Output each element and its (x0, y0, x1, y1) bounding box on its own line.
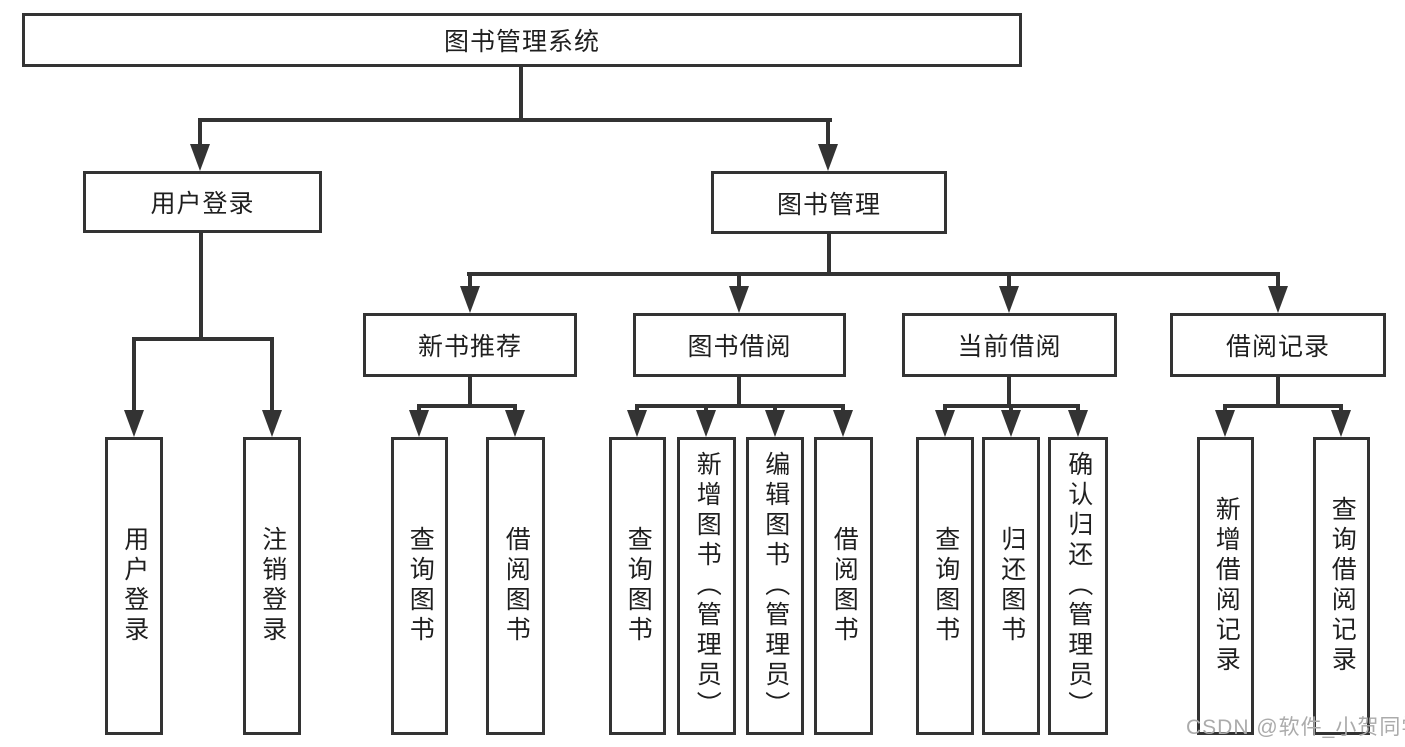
arrow-down-icon (190, 144, 210, 171)
edge-line (1339, 404, 1343, 414)
edge-userlogin-stem (199, 233, 203, 341)
edge-line (1009, 404, 1013, 414)
leaf-query-books-borrow: 查询图书 (609, 437, 666, 735)
arrow-down-icon (935, 410, 955, 437)
node-library-system: 图书管理系统 (22, 13, 1022, 67)
arrow-down-icon (262, 410, 282, 437)
arrow-down-icon (1001, 410, 1021, 437)
arrow-down-icon (505, 410, 525, 437)
edge-line (635, 404, 639, 414)
leaf-confirm-return-admin: 确认归还（管理员） (1048, 437, 1108, 735)
arrow-down-icon (460, 286, 480, 313)
edge-root-stem (519, 67, 523, 118)
leaf-borrow-books-recommend: 借阅图书 (486, 437, 545, 735)
arrow-down-icon (999, 286, 1019, 313)
node-book-management: 图书管理 (711, 171, 947, 234)
edge-line (943, 404, 947, 414)
edge-line (198, 118, 202, 148)
arrow-down-icon (818, 144, 838, 171)
edge-bookmgmt-hbar (467, 272, 1280, 276)
edge-line (513, 404, 517, 414)
watermark: CSDN @软件_小贺同学 (1186, 716, 1405, 739)
arrow-down-icon (696, 410, 716, 437)
node-user-login: 用户登录 (83, 171, 322, 233)
arrow-down-icon (729, 286, 749, 313)
edge-line (468, 276, 472, 288)
edge-line (826, 118, 830, 148)
arrow-down-icon (627, 410, 647, 437)
arrow-down-icon (409, 410, 429, 437)
leaf-logout: 注销登录 (243, 437, 301, 735)
edge-recommend-stem (468, 377, 472, 408)
edge-line (132, 337, 136, 413)
edge-line (1223, 404, 1227, 414)
edge-borrow-hbar (635, 404, 845, 408)
edge-line (1276, 276, 1280, 288)
edge-borrow-stem (737, 377, 741, 408)
node-borrow-records: 借阅记录 (1170, 313, 1386, 377)
edge-userlogin-hbar (132, 337, 274, 341)
edge-root-hbar (198, 118, 832, 122)
edge-bookmgmt-stem (827, 234, 831, 276)
node-current-borrow: 当前借阅 (902, 313, 1117, 377)
edge-line (270, 337, 274, 413)
leaf-borrow-books: 借阅图书 (814, 437, 873, 735)
arrow-down-icon (765, 410, 785, 437)
leaf-query-books-recommend: 查询图书 (391, 437, 448, 735)
arrow-down-icon (1215, 410, 1235, 437)
arrow-down-icon (833, 410, 853, 437)
edge-line (1007, 276, 1011, 288)
edge-line (1076, 404, 1080, 414)
leaf-edit-book-admin: 编辑图书（管理员） (746, 437, 804, 735)
arrow-down-icon (1268, 286, 1288, 313)
leaf-query-books-current: 查询图书 (916, 437, 974, 735)
edge-line (841, 404, 845, 414)
edge-line (417, 404, 421, 414)
arrow-down-icon (1331, 410, 1351, 437)
edge-records-stem (1276, 377, 1280, 408)
leaf-user-login: 用户登录 (105, 437, 163, 735)
edge-recommend-hbar (417, 404, 517, 408)
edge-records-hbar (1223, 404, 1343, 408)
arrow-down-icon (124, 410, 144, 437)
node-book-borrow: 图书借阅 (633, 313, 846, 377)
edge-line (704, 404, 708, 414)
edge-line (773, 404, 777, 414)
leaf-add-book-admin: 新增图书（管理员） (677, 437, 736, 735)
node-new-book-recommend: 新书推荐 (363, 313, 577, 377)
leaf-return-book: 归还图书 (982, 437, 1040, 735)
edge-current-stem (1007, 377, 1011, 408)
arrow-down-icon (1068, 410, 1088, 437)
leaf-add-borrow-record: 新增借阅记录 (1197, 437, 1254, 735)
leaf-query-borrow-record: 查询借阅记录 (1313, 437, 1370, 735)
edge-line (737, 276, 741, 288)
